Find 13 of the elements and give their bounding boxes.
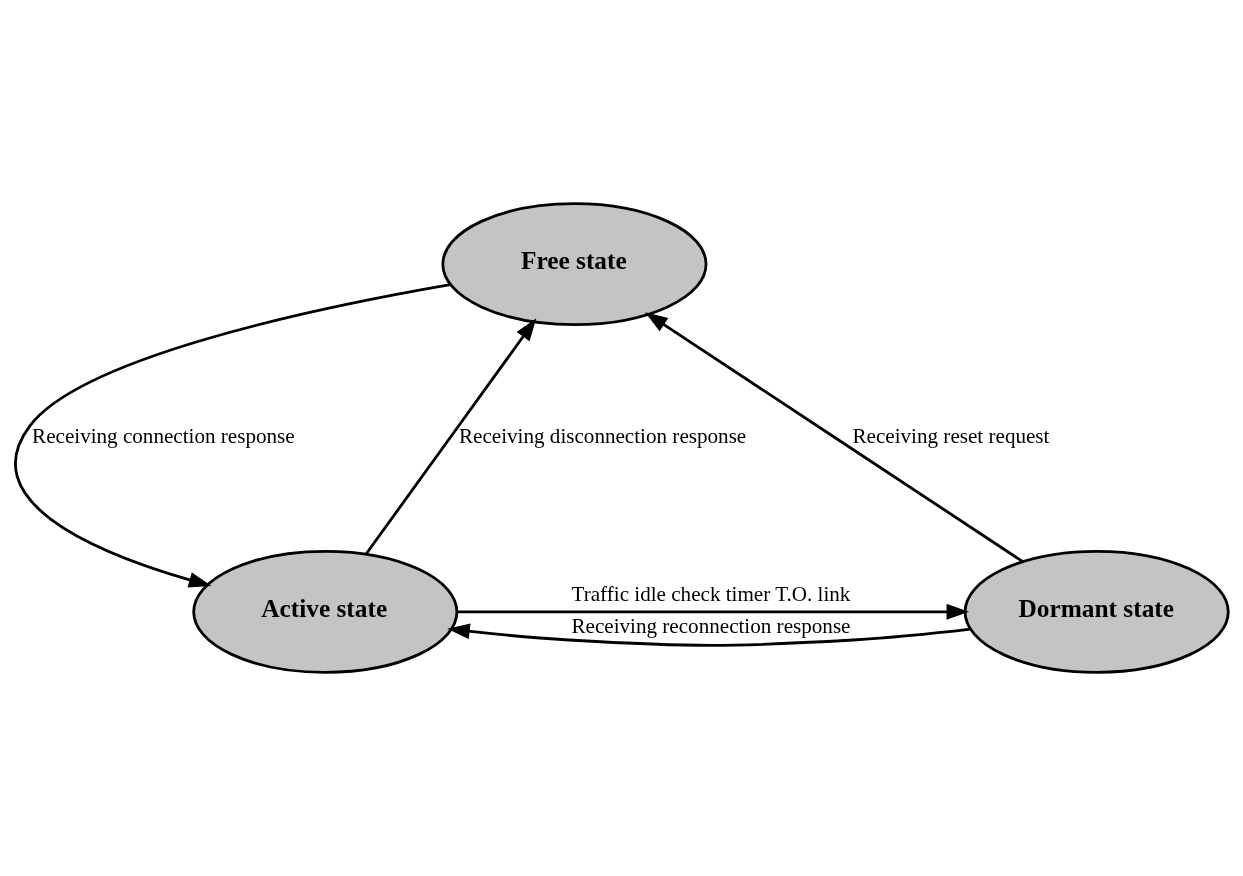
arrow xyxy=(457,603,970,620)
edge-label: Traffic idle check timer T.O. link xyxy=(571,581,851,606)
node-ellipse: Free state xyxy=(441,202,708,327)
arrow xyxy=(14,283,451,588)
arrow xyxy=(365,318,537,555)
arrow xyxy=(447,623,971,647)
arrow xyxy=(645,312,1024,563)
node-ellipse: Dormant state xyxy=(963,549,1230,674)
edge-label: Receiving reset request xyxy=(852,423,1050,448)
node-ellipse: Active state xyxy=(192,549,459,674)
edge-label: Receiving disconnection response xyxy=(458,423,747,448)
edge-label: Receiving reconnection response xyxy=(571,613,851,638)
edge-label: Receiving connection response xyxy=(32,423,295,448)
